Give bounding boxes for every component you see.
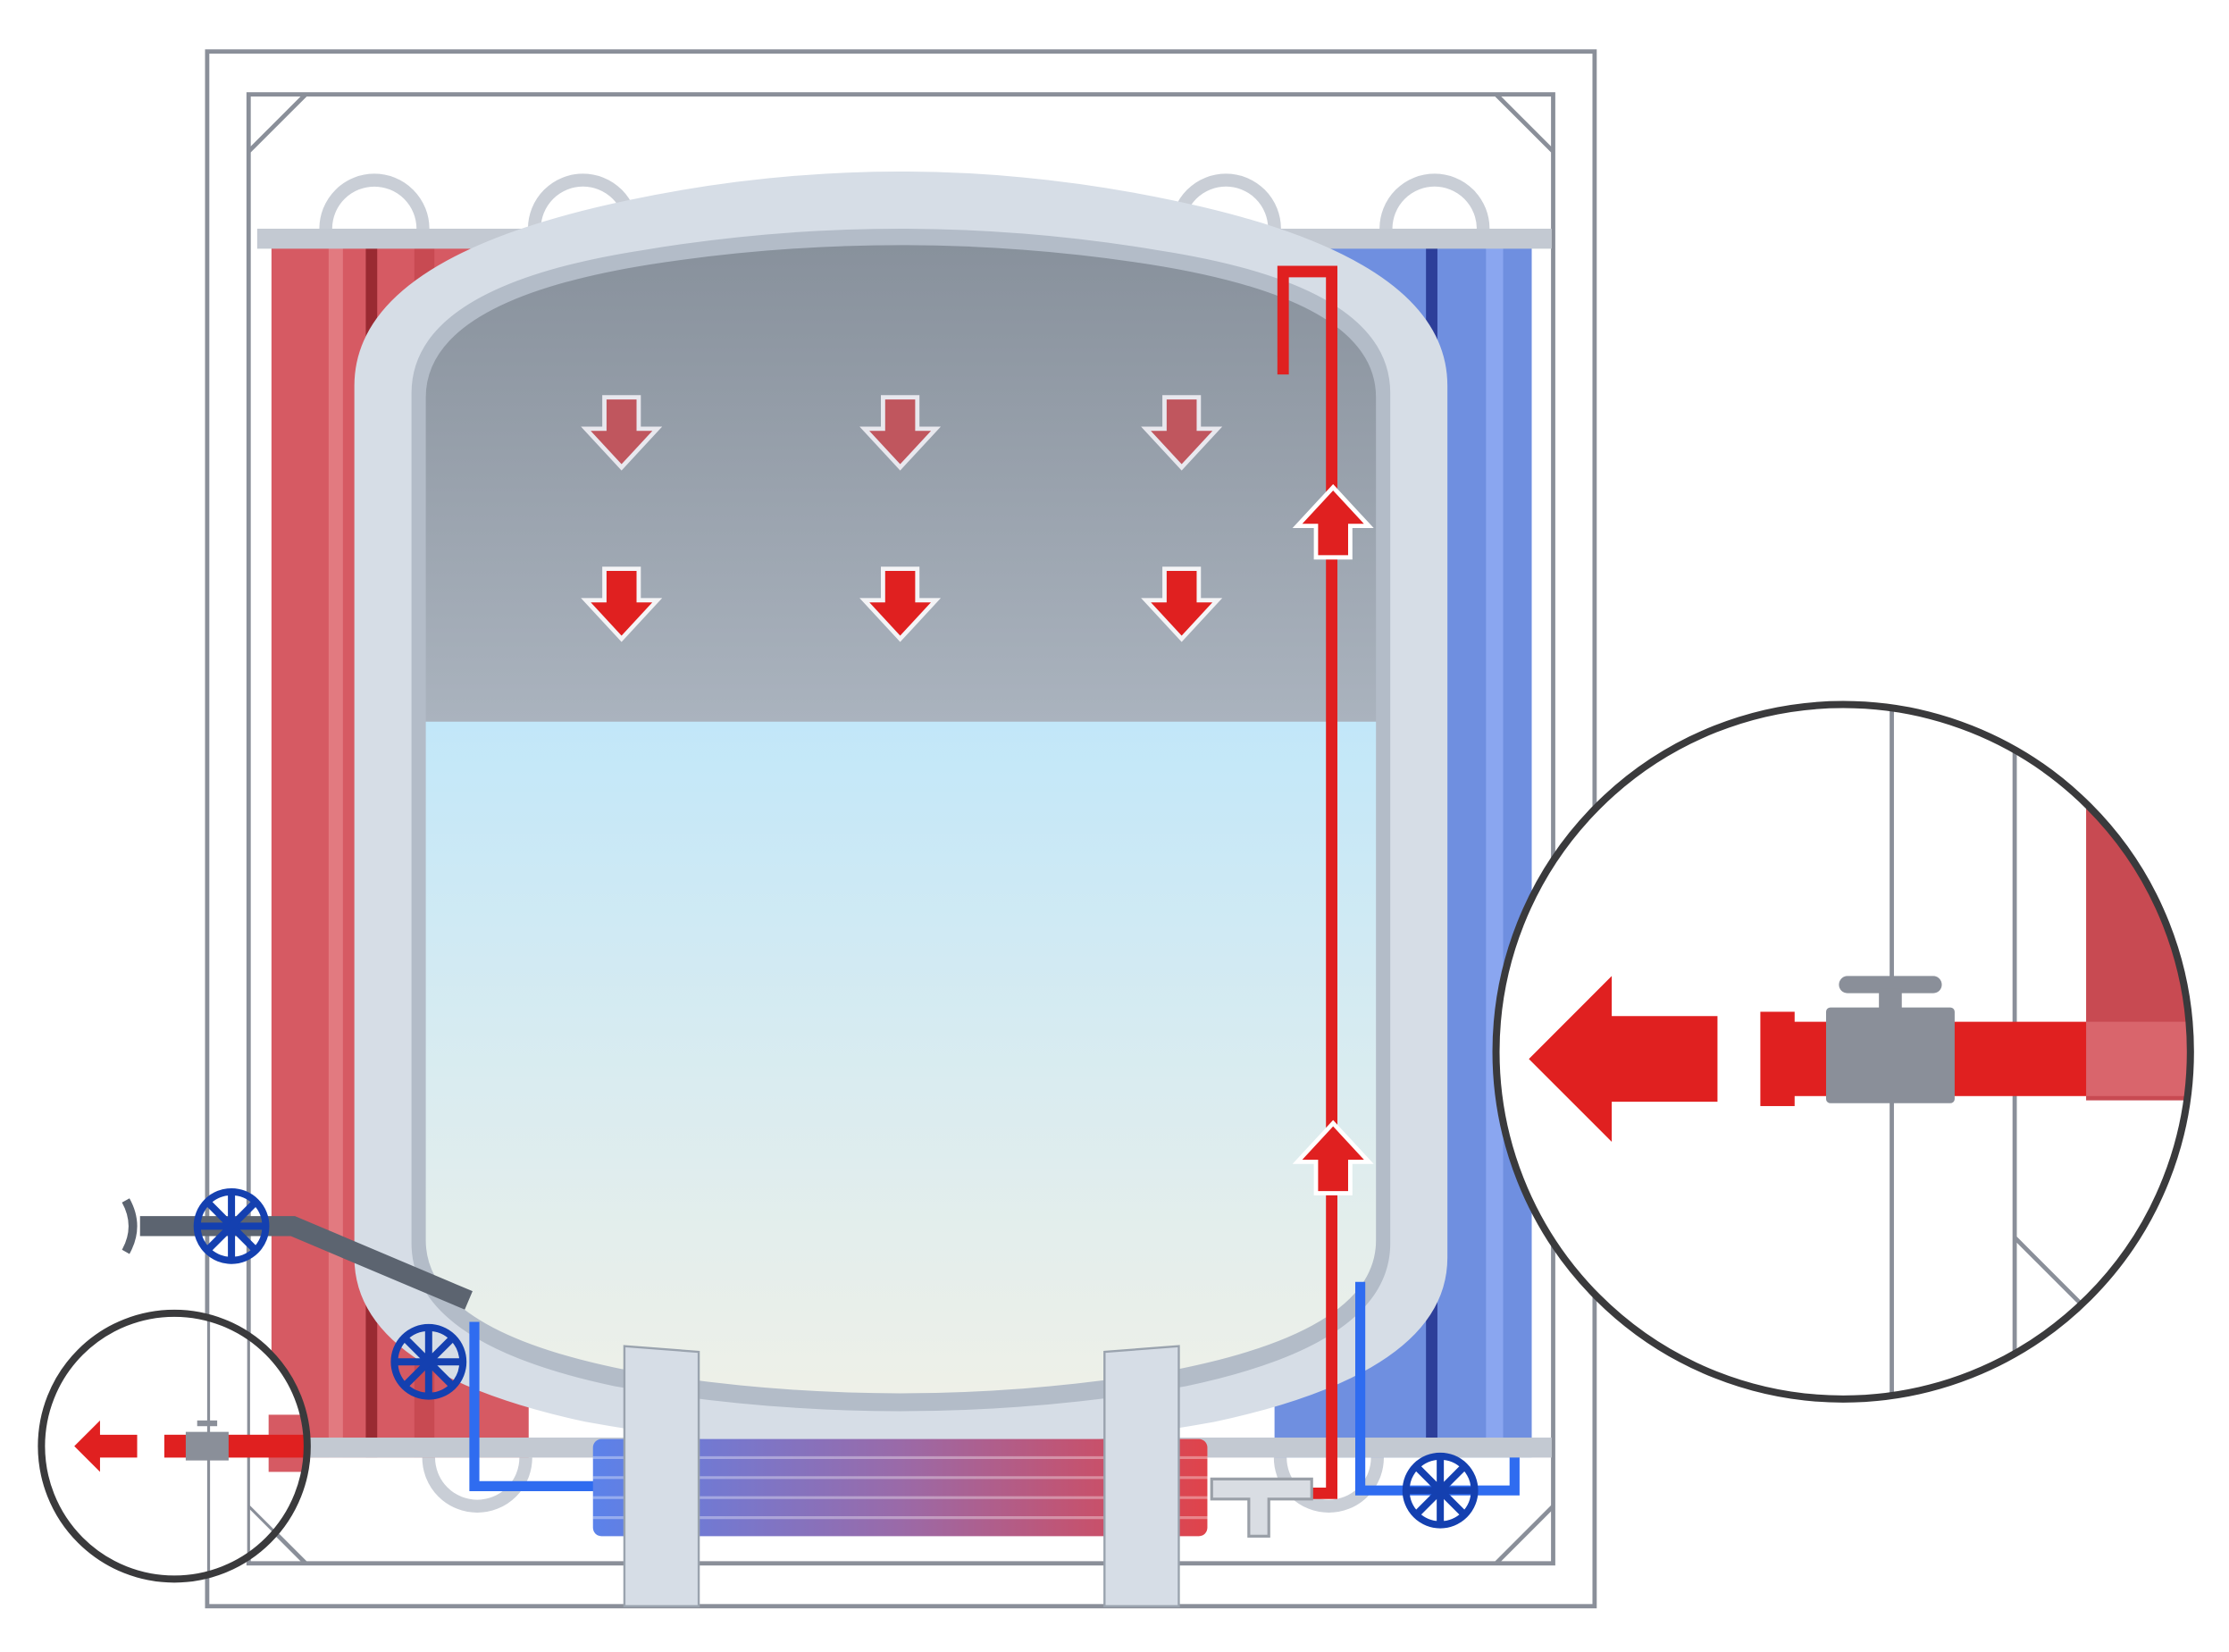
pressure-arrows-pale xyxy=(581,395,1223,471)
blue-pipe-left xyxy=(469,1321,600,1492)
pressure-arrows xyxy=(581,566,1223,642)
gray-fill-pipe xyxy=(139,1216,473,1310)
valve-wheel-icon[interactable] xyxy=(390,1323,467,1400)
outflow-arrow-icon xyxy=(1529,976,1718,1142)
inner-frame xyxy=(246,92,1555,1566)
liquid-region xyxy=(425,721,1377,1394)
tee-fitting xyxy=(1210,1477,1313,1538)
outflow-arrow-icon xyxy=(74,1420,138,1472)
valve-body xyxy=(1825,1007,1955,1103)
valve-handle xyxy=(1839,976,1942,994)
fill-coupling xyxy=(122,1198,138,1254)
valve-wheel-icon[interactable] xyxy=(1402,1452,1479,1529)
small-detail-magnifier xyxy=(38,1309,311,1583)
valve-body xyxy=(185,1431,229,1461)
tank-supports xyxy=(623,1345,1180,1607)
flow-up-arrow-upper xyxy=(1292,483,1374,560)
large-detail-magnifier xyxy=(1492,700,2194,1403)
flow-up-arrow-lower xyxy=(1292,1120,1374,1195)
valve-wheel-icon[interactable] xyxy=(193,1187,270,1264)
red-riser-pipe xyxy=(1277,265,1337,1499)
gas-region xyxy=(425,245,1377,722)
